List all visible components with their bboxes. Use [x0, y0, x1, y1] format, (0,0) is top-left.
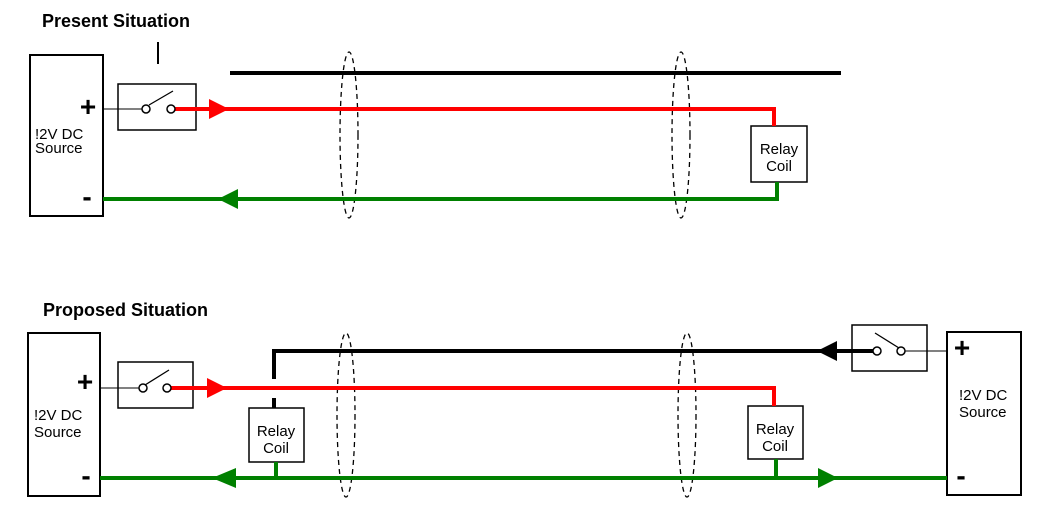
- proposed-left-switch-contact-left-icon: [138, 383, 148, 393]
- proposed-positive-wire-arrow-icon: [207, 378, 227, 398]
- proposed-right-switch-contact-right-icon: [896, 346, 906, 356]
- proposed-left-source-plus-terminal: +: [77, 366, 93, 397]
- present-switch-contact-right-icon: [166, 104, 176, 114]
- proposed-right-relay-label-line2: Coil: [762, 438, 788, 455]
- present-relay-label-line1: Relay: [760, 141, 799, 158]
- proposed-left-relay-box: [248, 407, 305, 463]
- present-title: Present Situation: [42, 11, 190, 31]
- proposed-title: Proposed Situation: [43, 300, 208, 320]
- proposed-left-source-box: [27, 332, 101, 497]
- proposed-left-switch-box: [117, 361, 194, 409]
- proposed-cable-sheath-right-icon: [677, 332, 697, 498]
- proposed-right-relay-box: [747, 405, 804, 460]
- proposed-left-source-label-line2: Source: [34, 424, 82, 441]
- proposed-left-source-minus-terminal: -: [81, 460, 90, 491]
- present-source-label-line2: Source: [35, 140, 83, 157]
- present-return-wire: [103, 182, 779, 201]
- proposed-left-switch-contact-right-icon: [162, 383, 172, 393]
- proposed-black-feed-wire: [272, 349, 873, 379]
- proposed-return-wire-left-arrow-icon: [212, 468, 236, 488]
- proposed-right-source-label-line2: Source: [959, 404, 1007, 421]
- present-switch-contact-left-icon: [141, 104, 151, 114]
- present-positive-wire-arrow-icon: [209, 99, 229, 119]
- proposed-black-wire-arrow-icon: [817, 341, 837, 361]
- present-relay-label-line2: Coil: [766, 158, 792, 175]
- proposed-left-relay-label-line1: Relay: [257, 423, 296, 440]
- proposed-right-switch-contact-left-icon: [872, 346, 882, 356]
- proposed-right-source-box: [946, 331, 1022, 496]
- proposed-right-switch-lever-icon: [874, 332, 900, 349]
- present-source-box: [29, 54, 104, 217]
- present-positive-wire: [175, 107, 776, 126]
- proposed-right-relay-label-line1: Relay: [756, 421, 795, 438]
- proposed-left-switch-lever-icon: [144, 369, 170, 386]
- proposed-right-source-plus-terminal: +: [954, 332, 970, 363]
- proposed-return-wire-right-arrow-icon: [818, 468, 838, 488]
- present-return-wire-arrow-icon: [218, 189, 238, 209]
- proposed-cable-sheath-left-icon: [336, 332, 356, 498]
- proposed-left-source-label-line1: !2V DC: [34, 407, 83, 424]
- present-source-label-line1: !2V DC: [35, 126, 84, 143]
- present-source-plus-terminal: +: [80, 91, 96, 122]
- proposed-right-source-minus-terminal: -: [956, 460, 965, 491]
- present-diagram: Present Situation + - !2V DC Source Rela…: [29, 11, 841, 219]
- present-switch-lever-icon: [148, 90, 174, 106]
- proposed-right-source-label-line1: !2V DC: [959, 387, 1008, 404]
- present-source-minus-terminal: -: [82, 181, 91, 212]
- proposed-left-relay-label-line2: Coil: [263, 440, 289, 457]
- proposed-positive-wire: [171, 386, 776, 406]
- proposed-right-switch-box: [851, 324, 928, 372]
- present-cable-sheath-right-icon: [671, 51, 691, 219]
- proposed-diagram: Proposed Situation + - !2V DC Source + -…: [27, 300, 1022, 498]
- present-cable-sheath-left-icon: [339, 51, 359, 219]
